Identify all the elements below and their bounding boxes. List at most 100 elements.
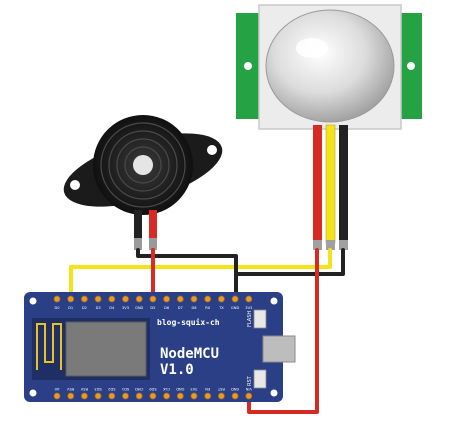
- pir-mount-hole-left: [244, 62, 252, 70]
- top-pin-label: D6: [164, 306, 170, 310]
- bottom-pin-label: 3V3: [190, 387, 197, 391]
- bottom-pin-0: [53, 392, 61, 400]
- bottom-pin-8: [163, 392, 171, 400]
- top-pin-label: D0: [54, 306, 60, 310]
- wire-red-vin: [247, 248, 319, 414]
- bottom-pin-label: RSV: [80, 387, 88, 391]
- bottom-pin-2: [81, 392, 88, 400]
- nodemcu-board: blog-squix-ch NodeMCU V1.0 FLASH RST D0 D…: [24, 292, 296, 402]
- top-pin-label: D8: [191, 306, 197, 310]
- board-name-line1: NodeMCU: [160, 346, 219, 362]
- buzzer-ring-3: [116, 138, 170, 192]
- buzzer-ring-1: [100, 122, 186, 208]
- wires: [69, 248, 345, 414]
- bottom-pin-label: GND: [231, 387, 239, 391]
- piezo-buzzer: [63, 115, 223, 250]
- bottom-pin-13: [231, 392, 239, 400]
- buzzer-lead-tip-black: [134, 238, 142, 250]
- bottom-pin-label: RSV: [67, 387, 75, 391]
- buzzer-lead-black: [134, 210, 142, 240]
- flash-label: FLASH: [247, 311, 253, 327]
- esp-shield: [65, 321, 147, 377]
- micro-usb-port: [262, 335, 296, 363]
- top-pin-7: [149, 295, 157, 303]
- top-pin-8: [163, 295, 171, 303]
- pir-sensor: [236, 4, 422, 250]
- top-pin-11: [204, 295, 212, 303]
- board-hole-bl: [29, 389, 37, 397]
- bottom-pin-label: VIN: [245, 387, 252, 391]
- flash-button: [253, 309, 267, 329]
- top-pin-label: GND: [135, 306, 143, 310]
- top-pin-label: D2: [82, 306, 87, 310]
- pir-mount-hole-right: [407, 62, 415, 70]
- wire-yellow-signal: [69, 248, 332, 300]
- top-pin-label: D3: [96, 306, 101, 310]
- esp-antenna-trace: [36, 323, 62, 370]
- bottom-pin-1: [67, 392, 75, 400]
- buzzer-center-hole: [133, 155, 153, 175]
- pir-dome-highlight: [296, 38, 328, 58]
- top-pin-label: D1: [68, 306, 73, 310]
- top-pin-14: [245, 295, 253, 303]
- top-pin-5: [122, 295, 129, 303]
- pir-lead-yellow: [325, 124, 336, 244]
- pir-lead-red: [313, 125, 322, 243]
- pir-lead-black: [339, 125, 348, 243]
- pir-lead-tip-black: [339, 240, 348, 250]
- top-pin-label: 3V3: [245, 306, 252, 310]
- bottom-pin-label: SD3: [94, 387, 101, 391]
- board-website: blog-squix-ch: [157, 317, 220, 327]
- rst-label: RST: [247, 375, 253, 386]
- bottom-pin-7: [149, 392, 157, 400]
- top-pin-label: D5: [150, 306, 155, 310]
- bottom-pin-label: SD0: [149, 387, 157, 391]
- bottom-pin-12: [217, 392, 225, 400]
- top-pin-4: [108, 295, 116, 303]
- wire-black-pir-ground: [234, 248, 345, 276]
- bottom-pin-9: [176, 392, 184, 400]
- board-hole-tl: [29, 297, 37, 305]
- top-pin-13: [231, 295, 239, 303]
- bottom-pin-label: CMD: [135, 387, 144, 391]
- bottom-pin-label: SD1: [122, 387, 129, 391]
- buzzer-lead-red: [149, 210, 157, 240]
- top-pin-6: [135, 295, 143, 303]
- top-pin-label: GND: [231, 306, 239, 310]
- wire-black-ground: [136, 248, 238, 300]
- buzzer-ring-4: [124, 146, 162, 184]
- buzzer-mount-hole-left: [70, 180, 80, 190]
- top-pin-1: [67, 295, 75, 303]
- bottom-pin-label: EN: [205, 387, 210, 391]
- top-pin-label: D7: [178, 306, 183, 310]
- top-pin-2: [81, 295, 88, 303]
- bottom-pin-14: [245, 392, 253, 400]
- bottom-pin-label: SD2: [108, 387, 115, 391]
- top-pin-12: [217, 295, 225, 303]
- bottom-pin-3: [94, 392, 102, 400]
- pir-dome: [265, 9, 395, 123]
- bottom-pin-5: [122, 392, 129, 400]
- bottom-pin-label: RST: [217, 387, 225, 391]
- top-pin-label: D4: [109, 306, 115, 310]
- top-pin-10: [190, 295, 198, 303]
- pir-lead-tip-yellow: [326, 240, 335, 250]
- bottom-pin-4: [108, 392, 116, 400]
- bottom-pin-label: CLK: [163, 387, 171, 391]
- bottom-pin-6: [135, 392, 143, 400]
- top-pin-label: RX: [205, 306, 210, 310]
- top-pin-0: [53, 295, 61, 303]
- board-name-line2: V1.0: [160, 362, 194, 378]
- top-pin-9: [176, 295, 184, 303]
- bottom-pin-label: GND: [176, 387, 184, 391]
- rst-button: [253, 369, 267, 389]
- buzzer-lead-tip-red: [149, 238, 157, 250]
- board-hole-tr: [270, 297, 278, 305]
- board-hole-br: [270, 389, 278, 397]
- bottom-pin-11: [204, 392, 212, 400]
- top-pin-3: [94, 295, 102, 303]
- buzzer-ring-2: [108, 130, 178, 200]
